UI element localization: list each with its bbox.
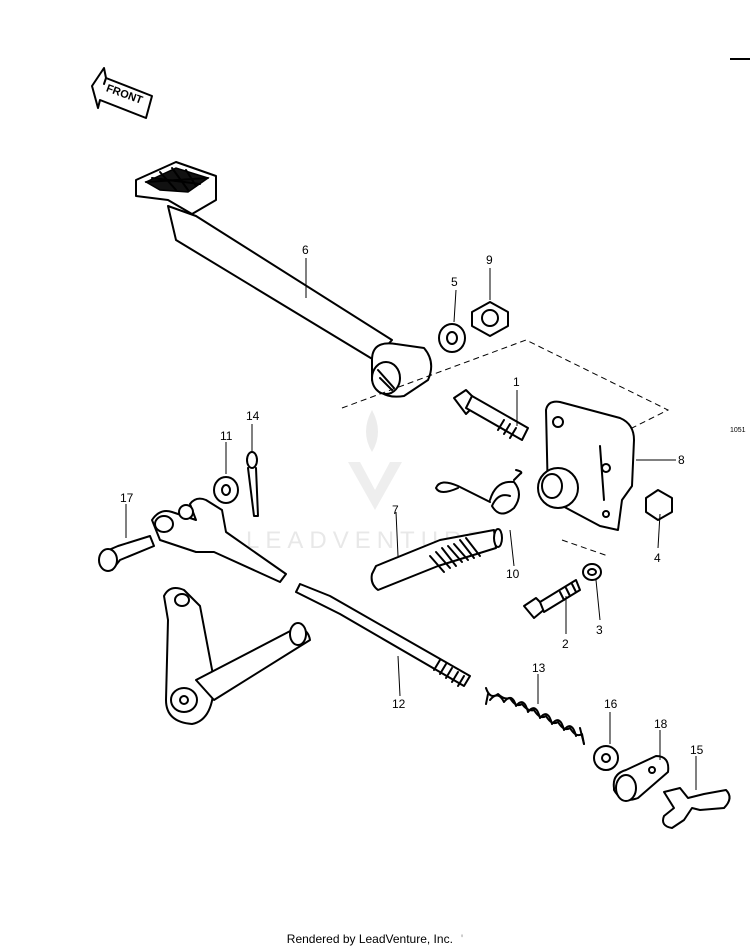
callout-15: 15 (690, 743, 704, 757)
callout-8: 8 (678, 453, 685, 467)
callout-18: 18 (654, 717, 668, 731)
front-arrow-icon: FRONT (91, 67, 153, 119)
corner-mark (730, 58, 750, 60)
cotter-pin-14 (246, 451, 259, 517)
bracket-8 (537, 400, 635, 531)
washer-16 (593, 745, 619, 771)
callout-14: 14 (246, 409, 260, 423)
clevis-rod-end (151, 497, 287, 583)
callout-3: 3 (596, 623, 603, 637)
callout-6: 6 (302, 243, 309, 257)
nut-9 (471, 301, 509, 337)
callout-2: 2 (562, 637, 569, 651)
callout-9: 9 (486, 253, 493, 267)
callout-5: 5 (451, 275, 458, 289)
footer: Rendered by LeadVenture, Inc. ' (0, 932, 750, 946)
footer-mark: ' (460, 932, 464, 946)
callout-17: 17 (120, 491, 134, 505)
brake-rod-12 (295, 583, 471, 687)
nut-4 (645, 489, 673, 521)
shaft-7 (370, 528, 503, 591)
brake-pedal (135, 161, 433, 398)
callout-11: 11 (220, 429, 233, 443)
pin-17 (98, 535, 155, 572)
spring-13 (485, 687, 585, 745)
brake-lever-arm (163, 587, 311, 725)
washer-5 (438, 323, 466, 353)
mounting-outline (341, 339, 670, 429)
joint-18 (612, 755, 670, 802)
callouts: 1 2 3 4 5 6 7 8 9 10 11 12 13 14 15 16 1… (120, 243, 746, 757)
mounting-outline-lower (561, 539, 609, 557)
leadventure-watermark: LEADVENTURE (246, 410, 483, 554)
bolt-1 (453, 389, 529, 441)
callout-12: 12 (392, 697, 406, 711)
lock-washer-3 (582, 563, 602, 581)
callout-10: 10 (506, 567, 520, 581)
leader-lines (125, 258, 697, 790)
callout-7: 7 (392, 503, 399, 517)
spring-10 (435, 469, 523, 515)
callout-4: 4 (654, 551, 661, 565)
wing-nut-15 (662, 787, 731, 829)
bolt-2 (523, 579, 581, 619)
washer-11 (213, 476, 239, 504)
callout-1: 1 (513, 375, 520, 389)
reference-code: 1051 (730, 427, 746, 434)
callout-13: 13 (532, 661, 546, 675)
rendered-by-text: Rendered by LeadVenture, Inc. (286, 932, 453, 946)
callout-16: 16 (604, 697, 618, 711)
